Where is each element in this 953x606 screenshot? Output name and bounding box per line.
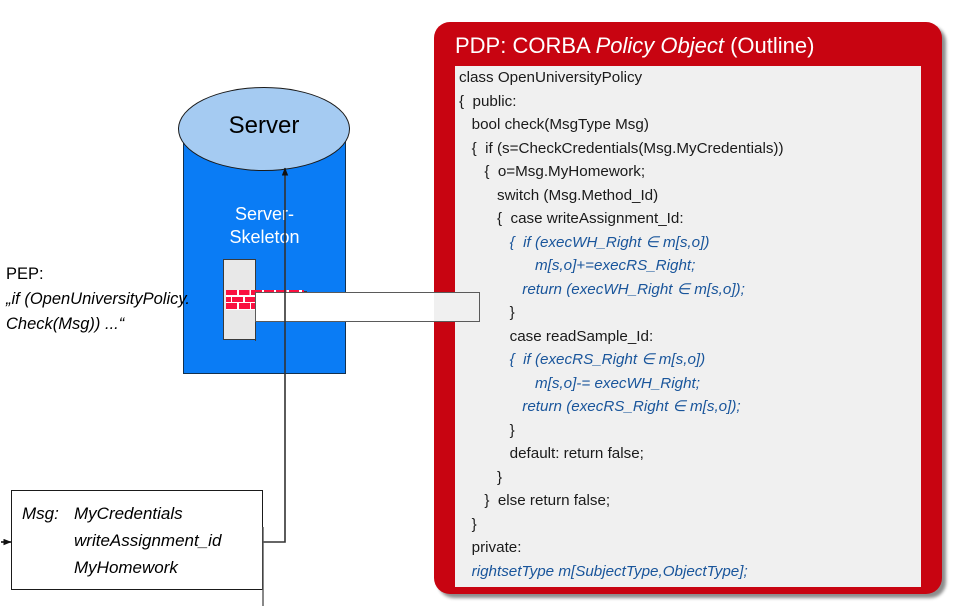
- pdp-title: PDP: CORBA Policy Object (Outline): [455, 30, 935, 62]
- code-line-3: { if (s=CheckCredentials(Msg.MyCredentia…: [459, 139, 784, 157]
- code-line-1: { public:: [459, 92, 517, 110]
- msg-field-2: MyHomework: [74, 558, 178, 577]
- msg-fields: Msg: MyCredentials writeAssignment_id My…: [22, 500, 262, 581]
- code-line-15: }: [459, 421, 515, 439]
- brick: [226, 303, 238, 309]
- pep-code-line1: „if (OpenUniversityPolicy.: [6, 290, 190, 308]
- code-line-13: m[s,o]-= execWH_Right;: [459, 374, 700, 392]
- pep-caption: PEP: „if (OpenUniversityPolicy. Check(Ms…: [6, 262, 221, 337]
- code-line-6: { case writeAssignment_Id:: [459, 210, 684, 227]
- code-line-4: { o=Msg.MyHomework;: [459, 163, 646, 180]
- code-line-10: }: [459, 304, 515, 321]
- server-skeleton-label-line1: Server-: [234, 204, 294, 224]
- code-line-19: }: [459, 515, 477, 533]
- pep-label: PEP:: [6, 265, 44, 283]
- msg-row: Msg: MyCredentials: [22, 500, 262, 527]
- brick: [226, 296, 231, 302]
- brick: [232, 296, 244, 302]
- brick: [238, 303, 250, 309]
- server-skeleton-label-line2: Skeleton: [229, 227, 300, 247]
- pep-pdp-connector-tail: [434, 292, 480, 322]
- msg-row: writeAssignment_id: [22, 527, 262, 554]
- msg-row: MyHomework: [22, 554, 262, 581]
- msg-field-1: writeAssignment_id: [74, 531, 222, 550]
- code-line-0: class OpenUniversityPolicy: [459, 69, 643, 86]
- pep-code-line2: Check(Msg)) ...“: [6, 315, 125, 333]
- msg-spacer: [22, 527, 74, 554]
- code-line-7: { if (execWH_Right ∈ m[s,o]): [459, 233, 710, 251]
- msg-label: Msg:: [22, 504, 59, 523]
- code-line-18: } else return false;: [459, 492, 611, 509]
- pdp-title-suffix: (Outline): [723, 33, 815, 58]
- code-line-16: default: return false;: [459, 445, 644, 462]
- code-line-17: }: [459, 468, 503, 486]
- code-line-12: { if (execRS_Right ∈ m[s,o]): [459, 351, 706, 368]
- server-label: Server: [228, 112, 300, 139]
- msg-spacer: [22, 554, 74, 581]
- code-line-8: m[s,o]+=execRS_Right;: [459, 257, 696, 274]
- code-line-2: bool check(MsgType Msg): [459, 116, 649, 133]
- code-line-20: private:: [459, 539, 522, 556]
- code-line-21: rightsetType m[SubjectType,ObjectType];: [459, 562, 748, 580]
- server-skeleton-label: Server- Skeleton: [183, 203, 346, 249]
- msg-field-0: MyCredentials: [74, 504, 183, 523]
- code-line-11: case readSample_Id:: [459, 327, 654, 345]
- code-line-14: return (execRS_Right ∈ m[s,o]);: [459, 398, 741, 415]
- pdp-title-prefix: PDP: CORBA: [455, 33, 596, 58]
- firewall-notch-top: [255, 259, 307, 292]
- brick: [238, 290, 250, 296]
- code-line-9: return (execWH_Right ∈ m[s,o]);: [459, 280, 745, 298]
- server-cylinder-top: [178, 87, 350, 171]
- code-line-22: }: [455, 583, 921, 587]
- pdp-title-italic: Policy Object: [595, 33, 724, 58]
- policy-code-listing: class OpenUniversityPolicy { public: bool…: [455, 66, 921, 587]
- code-line-5: switch (Msg.Method_Id): [459, 186, 659, 204]
- brick: [226, 290, 238, 296]
